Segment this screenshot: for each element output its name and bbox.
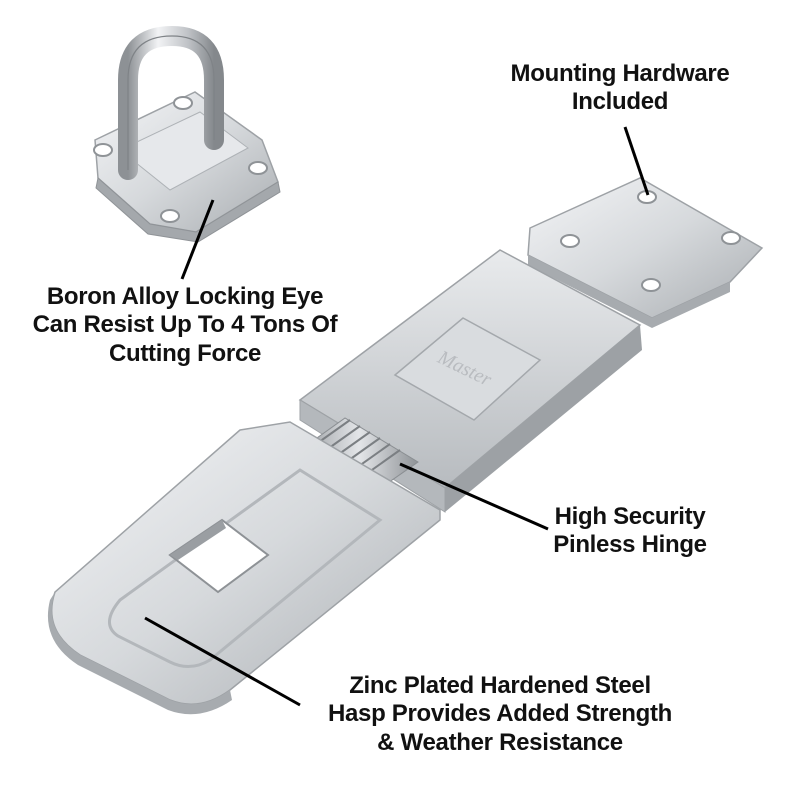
mounting-hole xyxy=(560,234,580,248)
mounting-plate xyxy=(527,177,764,328)
hasp-arm xyxy=(47,421,441,715)
callout-line: Hasp Provides Added Strength xyxy=(327,700,673,728)
callout-line: High Security xyxy=(554,503,706,530)
callout-line: Pinless Hinge xyxy=(553,531,707,559)
locking-eye xyxy=(93,25,281,243)
leader-line-hasp xyxy=(144,616,301,707)
callout-line: Mounting Hardware xyxy=(510,60,730,87)
callout-line: & Weather Resistance xyxy=(377,728,623,756)
callout-line: Cutting Force xyxy=(108,339,262,367)
mounting-hole xyxy=(248,161,268,175)
mounting-hole xyxy=(721,231,741,245)
callout-line: Included xyxy=(571,88,669,116)
callout-line: Can Resist Up To 4 Tons Of xyxy=(32,311,338,339)
leader-lines xyxy=(144,126,650,707)
callout-line: Zinc Plated Hardened Steel xyxy=(349,672,651,699)
leader-line-eye xyxy=(180,199,215,280)
mounting-hole xyxy=(173,96,193,110)
callout-mounting-hardware: Mounting Hardware Included xyxy=(470,60,770,117)
callout-locking-eye: Boron Alloy Locking Eye Can Resist Up To… xyxy=(10,283,360,368)
mounting-hole xyxy=(160,209,180,223)
callout-line: Boron Alloy Locking Eye xyxy=(46,283,324,310)
leader-line-hinge xyxy=(399,462,549,531)
callout-hasp: Zinc Plated Hardened Steel Hasp Provides… xyxy=(270,672,730,757)
brand-panel xyxy=(393,317,542,421)
callout-hinge: High Security Pinless Hinge xyxy=(500,503,760,560)
mounting-hole xyxy=(93,143,113,157)
leader-line-mount xyxy=(623,126,650,196)
mounting-hole xyxy=(641,278,661,292)
